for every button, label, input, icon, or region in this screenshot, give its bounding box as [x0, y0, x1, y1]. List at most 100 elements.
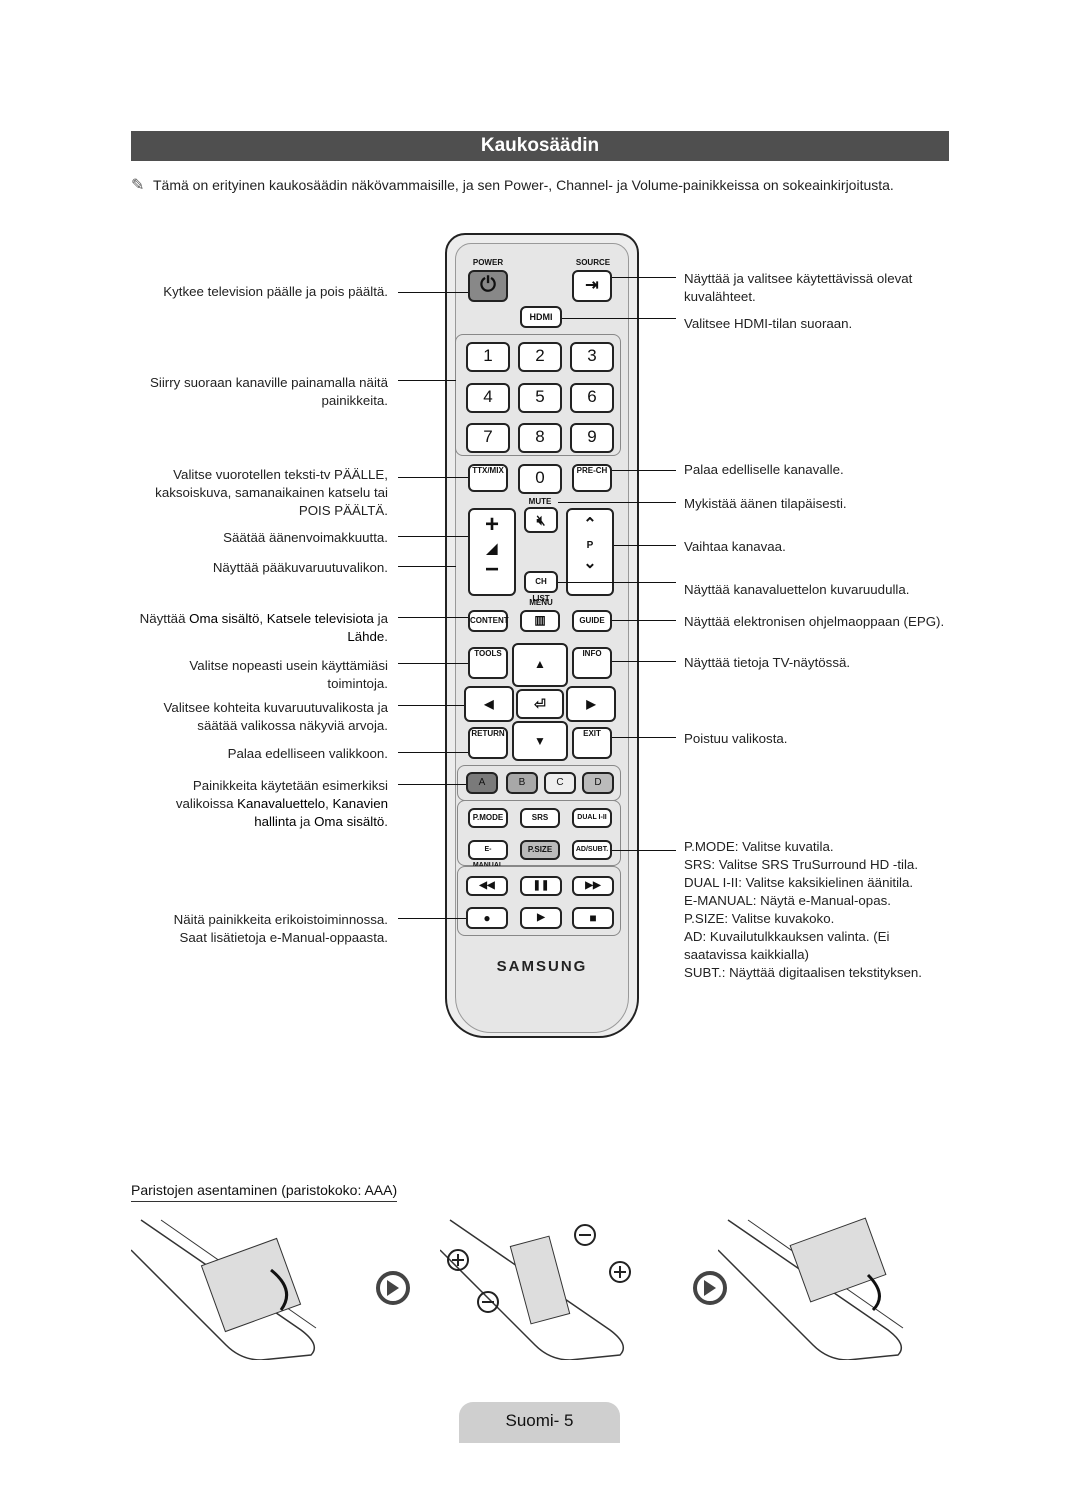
adsubt-button[interactable]: AD/SUBT. [572, 840, 612, 860]
subt-key: SUBT. [684, 965, 722, 980]
rewind-button[interactable]: ◀◀ [466, 876, 508, 896]
label-guide: Näyttää elektronisen ohjelmaoppaan (EPG)… [684, 614, 945, 629]
info-text: INFO [582, 649, 602, 658]
content-text-2: Oma sisältö [189, 611, 260, 626]
psize-key: P.SIZE [684, 911, 725, 926]
dpad-down-button[interactable]: ▼ [512, 721, 568, 761]
menu-text: MENU [529, 598, 553, 607]
leader-nav [398, 705, 464, 706]
num-1-button[interactable]: 1 [466, 342, 510, 372]
num-6-button[interactable]: 6 [570, 383, 614, 413]
leader-hdmi [562, 318, 676, 319]
ttx-button[interactable]: TTX/MIX [468, 464, 508, 492]
stop-button[interactable]: ■ [572, 907, 614, 929]
arrow-next-icon-2 [693, 1271, 727, 1305]
leader-exit [612, 737, 676, 738]
source-icon: ⇥ [585, 277, 599, 294]
content-text-6: Lähde [347, 629, 385, 644]
battery-step-3-figure [718, 1217, 904, 1360]
pmode-val: : Valitse kuvatila. [734, 839, 834, 854]
label-volume: Säätää äänenvoimakkuutta. [223, 530, 388, 545]
ch-p-text: P [586, 540, 594, 551]
num-0-button[interactable]: 0 [518, 464, 562, 494]
tools-button[interactable]: TOOLS [468, 647, 508, 679]
media-frame [457, 866, 621, 936]
psize-button[interactable]: P.SIZE [520, 840, 560, 860]
content-button[interactable]: CONTENT [468, 610, 509, 632]
emanual-key: E-MANUAL [684, 893, 753, 908]
srs-val: : Valitse SRS TruSurround HD -tila. [711, 857, 919, 872]
dpad-enter-button[interactable]: ⏎ [516, 689, 564, 719]
leader-special [398, 918, 466, 919]
subt-val: : Näyttää digitaalisen tekstityksen. [721, 965, 922, 980]
color-a-button[interactable]: A [466, 772, 498, 794]
arrow-up-icon: ▲ [534, 657, 546, 671]
color-d-button[interactable]: D [582, 772, 614, 794]
leader-menu [398, 566, 456, 567]
remote-inner [455, 243, 629, 1033]
dpad-up-button[interactable]: ▲ [512, 643, 568, 687]
guide-button[interactable]: GUIDE [572, 610, 612, 632]
forward-button[interactable]: ▶▶ [572, 876, 614, 896]
leader-content [398, 617, 468, 618]
colors-text-3: , [325, 796, 333, 811]
chlist-button[interactable]: CH LIST [524, 571, 558, 603]
num-5-button[interactable]: 5 [518, 383, 562, 413]
arrow-next-icon [376, 1271, 410, 1305]
num-3-button[interactable]: 3 [570, 342, 614, 372]
dpad-right-button[interactable]: ▶ [566, 686, 616, 722]
num-4-button[interactable]: 4 [466, 383, 510, 413]
label-special: Näitä painikkeita erikoistoiminnossa. Sa… [173, 912, 388, 945]
pause-button[interactable]: ❚❚ [520, 876, 562, 896]
record-icon: ● [483, 911, 491, 925]
mute-icon: 🔇︎ [536, 512, 546, 528]
dual-button[interactable]: DUAL I-II [572, 808, 612, 828]
srs-button[interactable]: SRS [520, 808, 560, 828]
label-source: Näyttää ja valitsee käytettävissä olevat… [684, 271, 913, 304]
color-c-button[interactable]: C [544, 772, 576, 794]
dpad-left-button[interactable]: ◀ [464, 686, 514, 722]
num-8-button[interactable]: 8 [518, 423, 562, 453]
num-9-button[interactable]: 9 [570, 423, 614, 453]
prech-button[interactable]: PRE-CH [572, 464, 612, 492]
source-button[interactable]: ⇥ [572, 270, 612, 302]
vol-down-icon: − [484, 556, 499, 583]
label-numbers: Siirry suoraan kanaville painamalla näit… [150, 375, 388, 408]
color-b-button[interactable]: B [506, 772, 538, 794]
exit-button[interactable]: EXIT [572, 727, 612, 759]
emanual-button[interactable]: E-MANUAL [468, 840, 508, 869]
play-button[interactable]: ▶ [520, 907, 562, 929]
mute-button[interactable]: 🔇︎ [524, 507, 558, 533]
volume-rocker[interactable]: + ◢ − [468, 508, 516, 596]
battery-step-2-figure [440, 1219, 631, 1360]
pmode-key: P.MODE [684, 839, 735, 854]
label-content: Näyttää Oma sisältö, Katsele televisiota… [131, 610, 388, 646]
power-button[interactable]: ⏻ [468, 270, 508, 302]
psize-val: : Valitse kuvakoko. [724, 911, 835, 926]
label-mute: Mykistää äänen tilapäisesti. [684, 496, 847, 511]
channel-rocker[interactable]: ⌃ P ⌄ [566, 508, 614, 596]
dual-key: DUAL I-II [684, 875, 739, 890]
pause-icon: ❚❚ [532, 880, 550, 891]
leader-channel [614, 545, 676, 546]
info-button[interactable]: INFO [572, 647, 612, 679]
subt-desc: SUBT.: Näyttää digitaalisen tekstityksen… [684, 964, 946, 982]
record-button[interactable]: ● [466, 907, 508, 929]
srs-desc: SRS: Valitse SRS TruSurround HD -tila. [684, 856, 946, 874]
menu-button[interactable]: ▥ [520, 610, 560, 632]
page-title: Kaukosäädin [131, 131, 949, 161]
return-button[interactable]: RETURN [468, 727, 508, 759]
label-info: Näyttää tietoja TV-näytössä. [684, 655, 851, 670]
num-7-button[interactable]: 7 [466, 423, 510, 453]
label-ttx: Valitse vuorotellen teksti-tv PÄÄLLE, ka… [155, 467, 388, 518]
play-icon: ▶ [537, 912, 545, 923]
hdmi-button[interactable]: HDMI [520, 306, 562, 328]
content-text-1: Näyttää [139, 611, 190, 626]
pmode-button[interactable]: P.MODE [468, 808, 508, 828]
label-colors: Painikkeita käytetään esimerkiksi valiko… [150, 777, 388, 831]
num-2-button[interactable]: 2 [518, 342, 562, 372]
label-function-list: P.MODE: Valitse kuvatila. SRS: Valitse S… [684, 838, 946, 982]
leader-info [612, 661, 676, 662]
exit-text: EXIT [583, 729, 601, 738]
label-channel: Vaihtaa kanavaa. [684, 539, 786, 554]
